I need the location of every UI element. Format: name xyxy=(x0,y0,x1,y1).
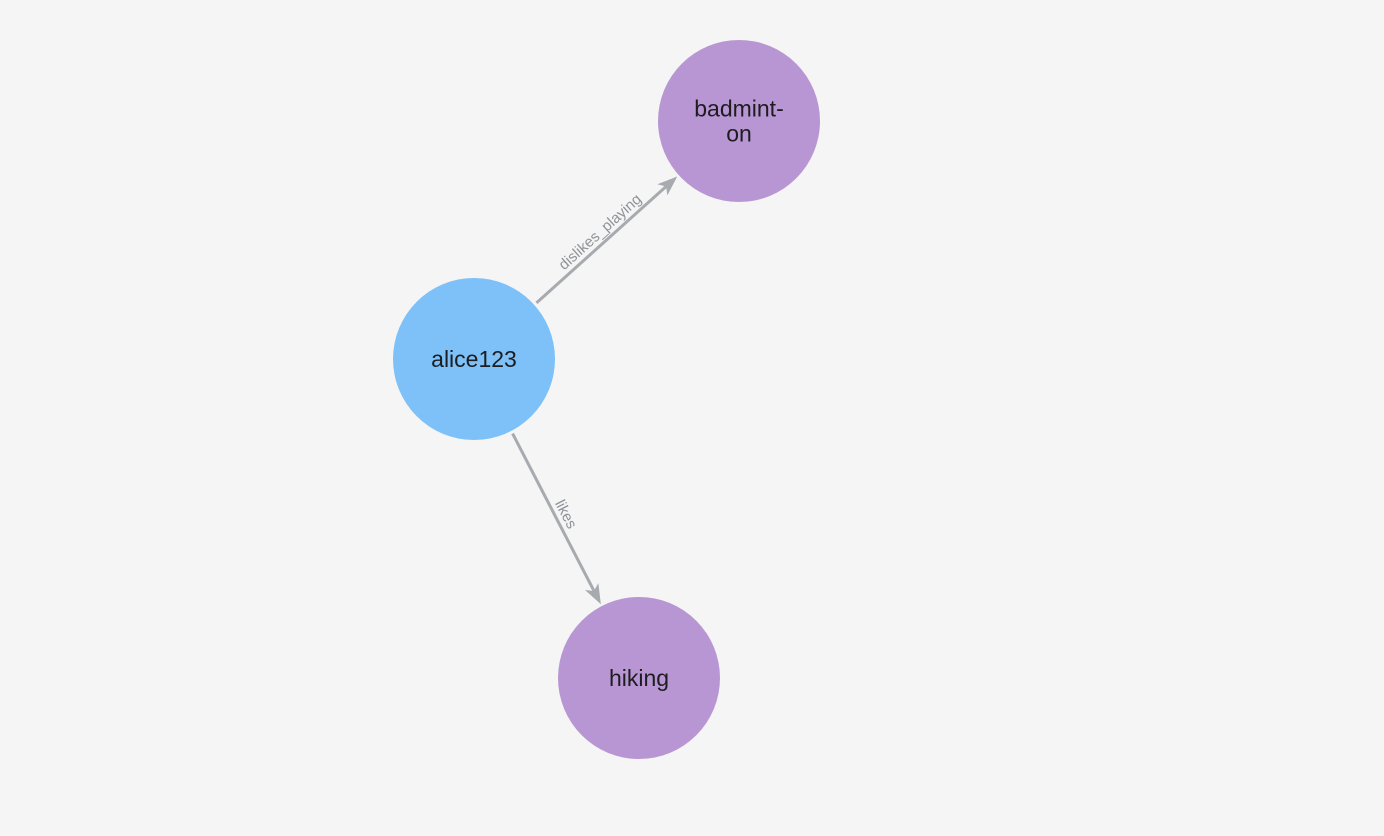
arrowhead-icon xyxy=(585,583,601,605)
graph-node-hiking[interactable]: hiking xyxy=(558,597,720,759)
edge-line[interactable] xyxy=(511,432,597,595)
graph-node-badminton[interactable]: badmint-on xyxy=(658,40,820,202)
node-circle[interactable] xyxy=(658,40,820,202)
graph-edge-dislikes_playing[interactable]: dislikes_playing xyxy=(535,176,678,304)
node-circle[interactable] xyxy=(558,597,720,759)
edge-line[interactable] xyxy=(535,183,670,304)
graph-edge-likes[interactable]: likes xyxy=(511,432,601,605)
graph-node-alice123[interactable]: alice123 xyxy=(393,278,555,440)
arrowhead-icon xyxy=(657,176,678,196)
edge-label: dislikes_playing xyxy=(555,191,645,274)
node-circle[interactable] xyxy=(393,278,555,440)
